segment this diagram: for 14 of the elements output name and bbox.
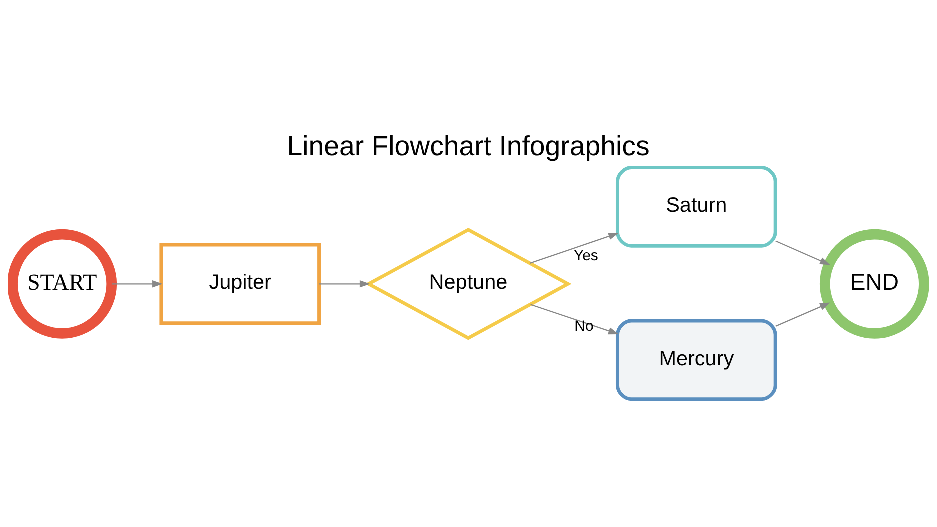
diagram-title: Linear Flowchart Infographics xyxy=(287,130,650,161)
edge-label: No xyxy=(574,318,594,335)
arrow xyxy=(112,280,163,288)
node-box: Saturn xyxy=(616,166,778,248)
arrow xyxy=(530,304,619,334)
node-diamond: Neptune xyxy=(365,228,572,340)
arrow xyxy=(776,240,830,265)
arrow xyxy=(530,232,619,264)
arrow xyxy=(320,280,370,288)
node-box: Jupiter xyxy=(160,242,321,325)
edge-label: Yes xyxy=(574,247,598,264)
arrow xyxy=(776,302,830,326)
node-box: Mercury xyxy=(616,318,778,401)
node-circle: START xyxy=(8,228,118,338)
